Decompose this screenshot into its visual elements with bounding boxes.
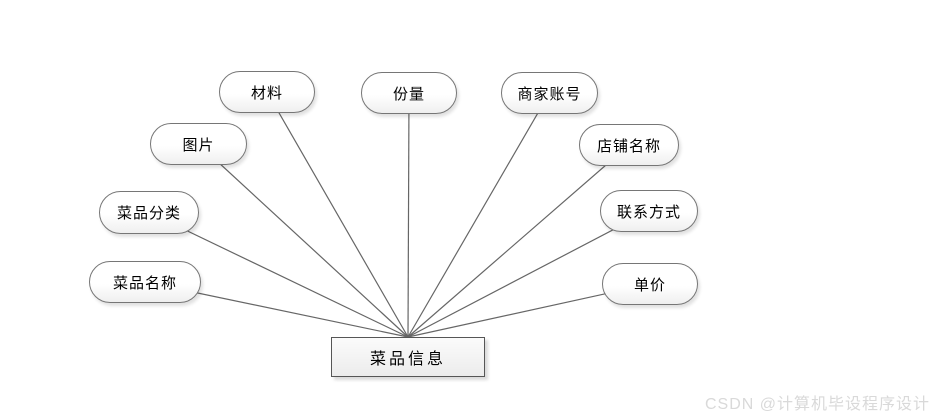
connector-line-shop-name bbox=[407, 144, 630, 338]
attribute-node-dish-name: 菜品名称 bbox=[89, 261, 201, 303]
connector-line-portion bbox=[407, 92, 410, 338]
connector-line-material bbox=[266, 91, 409, 338]
connector-line-dish-category bbox=[148, 211, 409, 338]
attribute-node-image: 图片 bbox=[150, 123, 247, 165]
connector-line-image bbox=[198, 143, 409, 338]
attribute-node-shop-name: 店铺名称 bbox=[579, 124, 679, 166]
csdn-watermark: CSDN @计算机毕设程序设计 bbox=[704, 396, 930, 413]
attribute-node-material: 材料 bbox=[219, 71, 315, 113]
attribute-node-dish-category: 菜品分类 bbox=[99, 191, 199, 234]
connector-line-contact-method bbox=[407, 210, 650, 338]
attribute-node-contact-method: 联系方式 bbox=[600, 190, 698, 232]
entity-dish-information: 菜品信息 bbox=[331, 337, 485, 377]
connector-line-merchant-account bbox=[407, 92, 551, 338]
attribute-node-portion: 份量 bbox=[361, 72, 457, 114]
attribute-node-unit-price: 单价 bbox=[602, 263, 698, 305]
attribute-node-merchant-account: 商家账号 bbox=[501, 72, 598, 114]
